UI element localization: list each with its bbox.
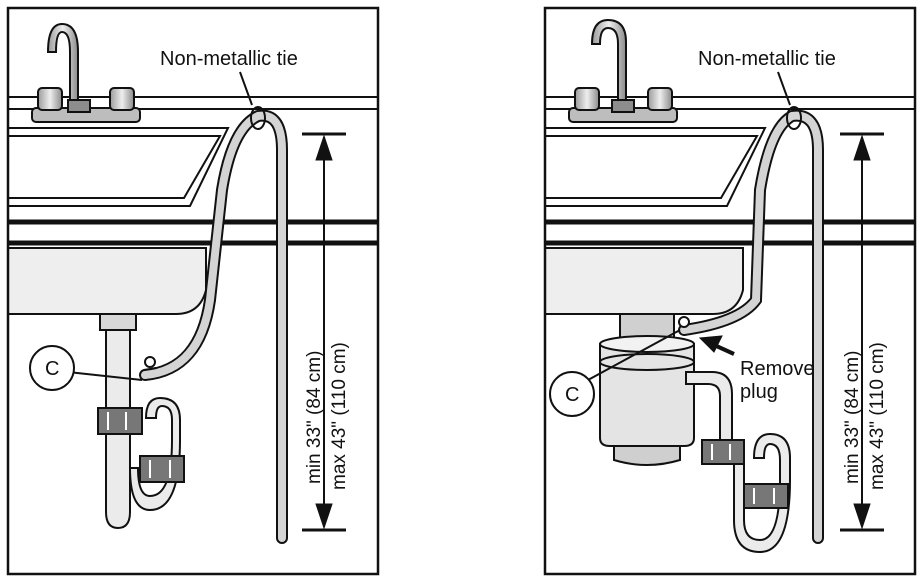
- non-metallic-tie: [777, 71, 802, 130]
- non-metallic-tie: [239, 71, 266, 130]
- drain-hose: [139, 109, 288, 544]
- callout-label: C: [565, 384, 579, 406]
- callout-circle: [29, 345, 75, 391]
- panel-sink-drain: [8, 22, 378, 544]
- measure-min-label: min 33" (84 cm): [842, 351, 863, 484]
- tie-label: Non-metallic tie: [698, 48, 836, 70]
- height-dimension: [302, 132, 346, 532]
- callout-label: C: [45, 358, 59, 380]
- panel-frame: [543, 6, 917, 576]
- cabinet-break: [8, 219, 378, 246]
- drain-trap: [701, 432, 791, 554]
- faucet: [31, 22, 141, 123]
- tie-label: Non-metallic tie: [160, 48, 298, 70]
- panel-frame: [6, 6, 380, 576]
- panel-disposer-drain: [545, 18, 915, 554]
- sink-basin: [8, 127, 230, 315]
- drain-trap: [97, 313, 185, 530]
- faucet: [568, 18, 678, 123]
- height-dimension: [840, 132, 884, 532]
- callout-circle: [549, 371, 595, 417]
- garbage-disposer: [599, 313, 733, 466]
- measure-min-label: min 33" (84 cm): [304, 351, 325, 484]
- cabinet-break: [545, 219, 915, 246]
- callout-leader: [67, 371, 143, 381]
- remove-plug-arrow: [698, 335, 735, 356]
- measure-max-label: max 43" (110 cm): [867, 342, 888, 490]
- sink-basin: [545, 127, 767, 315]
- drain-hose: [678, 109, 824, 544]
- remove-label-line1: Remove: [740, 358, 814, 380]
- remove-label-line2: plug: [740, 381, 778, 403]
- measure-max-label: max 43" (110 cm): [329, 342, 350, 490]
- callout-leader: [587, 329, 681, 381]
